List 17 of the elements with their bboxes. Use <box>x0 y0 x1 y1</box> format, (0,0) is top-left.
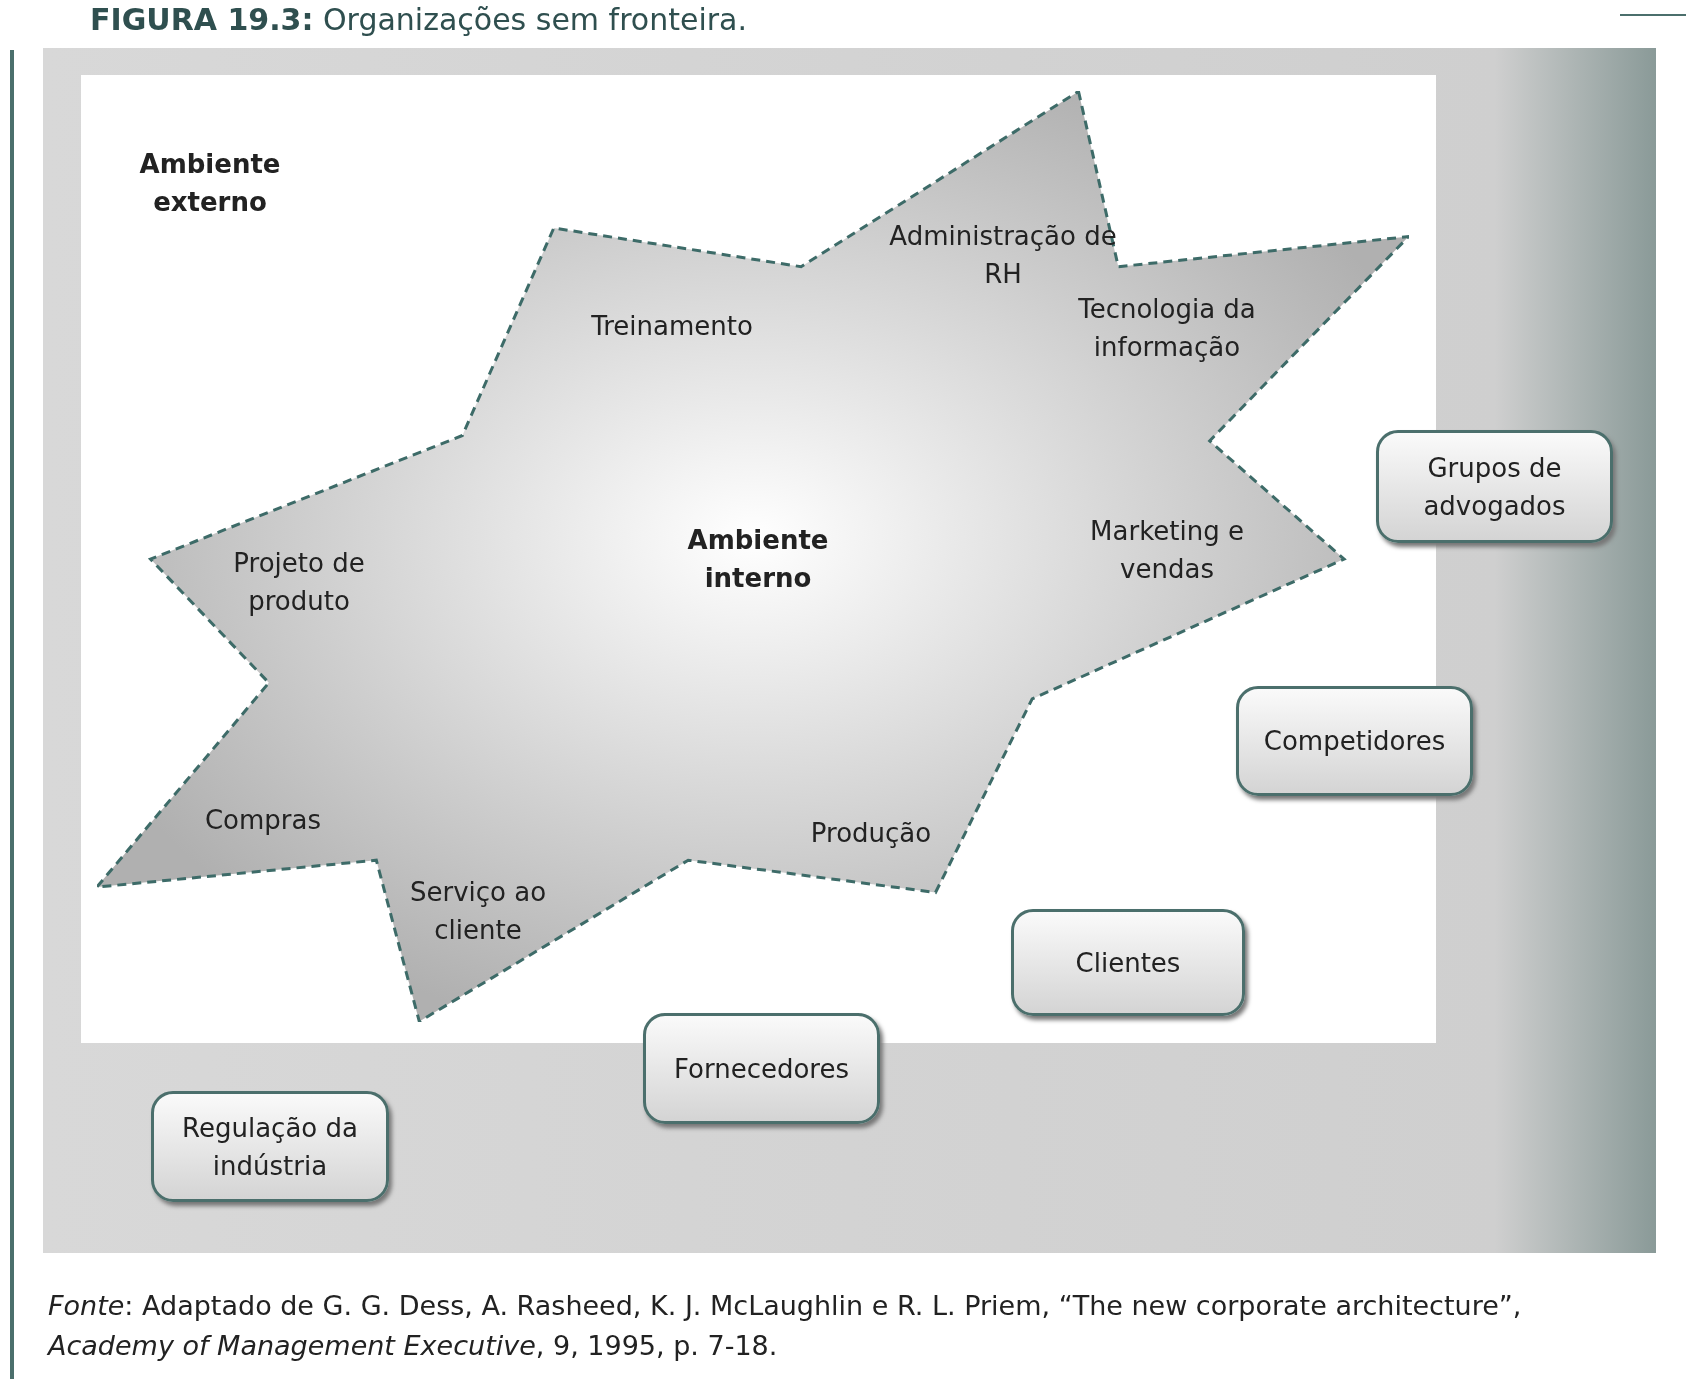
center-label: Ambiente interno <box>686 524 830 595</box>
function-label: Marketing e vendas <box>1089 515 1245 586</box>
entity-box: Clientes <box>1011 909 1245 1016</box>
function-label: Administração de RH <box>888 220 1118 291</box>
function-label: Compras <box>203 804 323 837</box>
function-label: Treinamento <box>590 310 754 343</box>
figure-title: FIGURA 19.3: Organizações sem fronteira. <box>90 2 747 38</box>
function-label: Projeto de produto <box>232 547 366 618</box>
source-caption: Fonte: Adaptado de G. G. Dess, A. Rasheed, K. J. McLaughlin e R. L. Priem, “The new corporate architecture”, Academy of Management Executive, 9, 1995, p. 7-18. <box>48 1289 1523 1363</box>
function-label: Produção <box>809 817 933 850</box>
area-label: Ambiente externo <box>138 148 282 219</box>
function-label: Tecnologia da informação <box>1077 293 1257 364</box>
entity-box: Fornecedores <box>643 1013 880 1124</box>
entity-box: Grupos de advogados <box>1376 430 1613 543</box>
function-label: Serviço ao cliente <box>408 876 548 947</box>
entity-box: Competidores <box>1236 686 1473 796</box>
entity-box: Regulação da indústria <box>151 1091 389 1202</box>
